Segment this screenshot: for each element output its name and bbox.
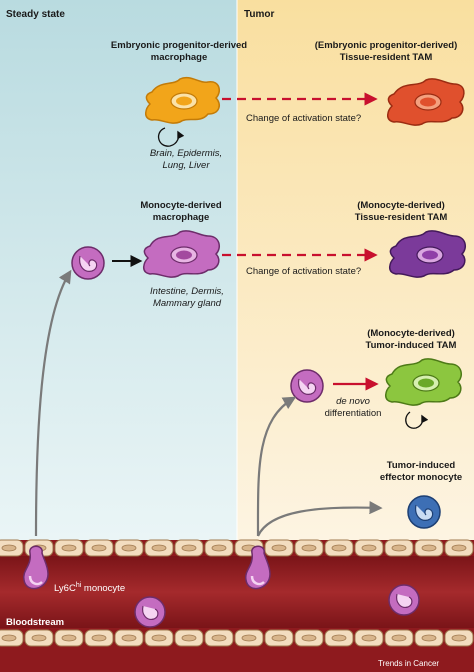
monocyte-macrophage-title-line2: macrophage	[152, 212, 210, 223]
endothelial-nucleus	[301, 544, 317, 552]
endothelial-nucleus	[421, 634, 437, 642]
tumor-title: Tumor	[244, 9, 275, 20]
monocyte-tissues-line2: Mammary gland	[152, 298, 222, 309]
de-novo-label-line2: differentiation	[324, 408, 382, 419]
endothelial-nucleus	[31, 634, 47, 642]
credit: Trends in Cancer	[378, 659, 440, 668]
tissue-resident-tam-2-title: (Monocyte-derived) Tissue-resident TAM	[330, 200, 472, 224]
extravasating-monocyte-left	[23, 545, 49, 590]
endothelial-nucleus	[61, 634, 77, 642]
self-renewal-arrow-1	[157, 127, 185, 147]
endothelial-nucleus	[391, 544, 407, 552]
endothelium-bottom	[0, 629, 474, 647]
endothelial-nucleus	[121, 634, 137, 642]
monocyte-macrophage-title-line1: Monocyte-derived	[140, 200, 222, 211]
endothelial-nucleus	[211, 544, 227, 552]
tam-1-title-line1: (Embryonic progenitor-derived)	[314, 40, 458, 51]
monocyte-tissues: Intestine, Dermis, Mammary gland	[132, 286, 242, 310]
activation-label-2: Change of activation state?	[246, 266, 362, 277]
recruitment-arrow-tam	[256, 396, 297, 537]
ly6c-suffix: monocyte	[81, 583, 126, 595]
tam-2-title-line2: Tissue-resident TAM	[354, 212, 448, 223]
endothelial-nucleus	[451, 544, 467, 552]
effector-monocyte-title-line1: Tumor-induced	[386, 460, 456, 471]
endothelial-nucleus	[331, 634, 347, 642]
blood-monocyte-1	[134, 596, 166, 628]
monocyte-derived-macrophage	[143, 230, 221, 278]
endothelial-nucleus	[271, 544, 287, 552]
tumor-induced-tam-title-line2: Tumor-induced TAM	[365, 340, 457, 351]
tumor-induced-tam-title: (Monocyte-derived) Tumor-induced TAM	[350, 328, 472, 352]
embryonic-macrophage-title-line1: Embryonic progenitor-derived	[110, 40, 248, 51]
tissue-resident-tam-1	[387, 78, 465, 126]
ly6c-prefix: Ly6C	[54, 583, 76, 595]
embryonic-macrophage-title: Embryonic progenitor-derived macrophage	[86, 40, 272, 64]
monocyte-macrophage-title: Monocyte-derived macrophage	[116, 200, 246, 224]
endothelial-nucleus	[241, 634, 257, 642]
tissue-resident-tam-1-title: (Embryonic progenitor-derived) Tissue-re…	[300, 40, 472, 64]
embryonic-tissues-line1: Brain, Epidermis,	[149, 148, 223, 159]
tam-1-title-line2: Tissue-resident TAM	[339, 52, 433, 63]
endothelial-nucleus	[451, 634, 467, 642]
circulating-monocyte-2	[290, 369, 324, 403]
tumor-induced-tam-title-line1: (Monocyte-derived)	[367, 328, 455, 339]
endothelial-nucleus	[361, 634, 377, 642]
tissue-resident-tam-2	[389, 230, 467, 278]
recruitment-arrow-steady	[34, 269, 72, 537]
blood-monocyte-2	[388, 584, 420, 616]
extravasating-monocyte-right	[245, 545, 271, 590]
embryonic-tissues-line2: Lung, Liver	[162, 160, 210, 171]
endothelial-nucleus	[331, 544, 347, 552]
circulating-monocyte-1	[71, 246, 105, 280]
endothelial-nucleus	[301, 634, 317, 642]
embryonic-macrophage-title-line2: macrophage	[150, 52, 208, 63]
endothelium-top	[0, 539, 474, 557]
bloodstream-label: Bloodstream	[6, 617, 65, 628]
ly6c-sup: hi	[75, 582, 82, 589]
steady-state-title: Steady state	[6, 9, 65, 20]
endothelial-nucleus	[61, 544, 77, 552]
endothelial-nucleus	[151, 544, 167, 552]
endothelial-nucleus	[151, 634, 167, 642]
endothelial-nucleus	[121, 544, 137, 552]
effector-monocyte-title: Tumor-induced effector monocyte	[370, 460, 472, 484]
effector-monocyte	[407, 495, 441, 529]
de-novo-label: de novo differentiation	[308, 396, 398, 420]
embryonic-tissues: Brain, Epidermis, Lung, Liver	[138, 148, 234, 172]
endothelial-nucleus	[91, 634, 107, 642]
endothelial-nucleus	[181, 634, 197, 642]
de-novo-label-line1: de novo	[336, 396, 370, 407]
tumor-induced-tam	[385, 358, 463, 406]
recruitment-arrow-effector	[257, 501, 383, 537]
blood-vessel	[0, 539, 474, 672]
endothelial-nucleus	[271, 634, 287, 642]
endothelial-nucleus	[91, 544, 107, 552]
tam-2-title-line1: (Monocyte-derived)	[357, 200, 445, 211]
ly6c-monocyte-label: Ly6Chi monocyte	[54, 580, 125, 595]
monocyte-tissues-line1: Intestine, Dermis,	[150, 286, 224, 297]
activation-label-1: Change of activation state?	[246, 113, 362, 124]
endothelial-nucleus	[1, 634, 17, 642]
endothelial-nucleus	[421, 544, 437, 552]
endothelial-nucleus	[391, 634, 407, 642]
endothelial-nucleus	[361, 544, 377, 552]
endothelial-nucleus	[181, 544, 197, 552]
effector-monocyte-title-line2: effector monocyte	[379, 472, 463, 483]
endothelial-nucleus	[211, 634, 227, 642]
endothelial-nucleus	[1, 544, 17, 552]
embryonic-macrophage	[145, 76, 221, 124]
self-renewal-arrow-2	[405, 411, 429, 429]
